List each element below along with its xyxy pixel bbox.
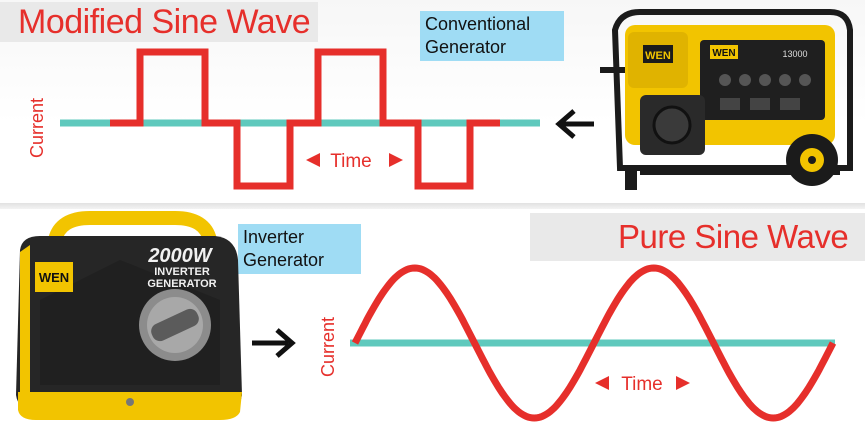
inverter-generator-type-line1: INVERTER (154, 266, 210, 278)
pure-sine-wave-line (351, 264, 837, 422)
modified-sine-diagram: Current Time (27, 48, 594, 190)
inverter-generator-model: 2000W (147, 245, 213, 267)
modified-sine-wave-line (110, 48, 500, 190)
conventional-generator-label: Conventional Generator (420, 11, 564, 61)
panel-divider (0, 203, 865, 209)
top-time-arrow: Time (306, 151, 403, 172)
pure-sine-wave-title: Pure Sine Wave (530, 213, 865, 261)
right-arrow-icon (252, 328, 296, 358)
left-arrow-icon (555, 109, 594, 139)
pure-sine-diagram: Current Time (252, 264, 837, 422)
top-y-axis-label: Current (27, 98, 47, 158)
conventional-generator-image: WEN 13000 WEN (600, 9, 853, 190)
svg-text:WEN: WEN (645, 50, 671, 62)
conventional-generator-badge: WEN (712, 48, 735, 59)
modified-sine-wave-title: Modified Sine Wave (0, 2, 318, 42)
top-time-arrow-left-icon (306, 153, 320, 167)
inverter-generator-image: WEN 2000W INVERTER GENERATOR (16, 211, 242, 420)
bottom-time-arrow-left-icon (595, 376, 609, 390)
inverter-generator-type-line2: GENERATOR (147, 278, 216, 290)
top-time-arrow-right-icon (389, 153, 403, 167)
bottom-y-axis-label: Current (318, 317, 338, 377)
inverter-generator-label: Inverter Generator (238, 224, 361, 274)
conventional-generator-model: 13000 (782, 49, 807, 59)
bottom-x-axis-label: Time (621, 374, 663, 395)
bottom-time-arrow: Time (595, 374, 690, 395)
bottom-time-arrow-right-icon (676, 376, 690, 390)
inverter-generator-badge: WEN (39, 270, 69, 285)
top-x-axis-label: Time (330, 151, 372, 172)
